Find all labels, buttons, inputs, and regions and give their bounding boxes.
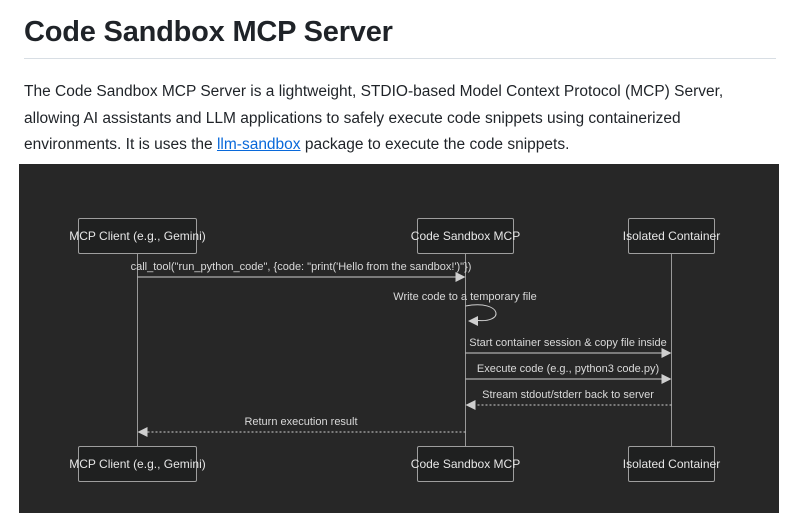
message-arrow-start-container xyxy=(465,347,672,358)
message-arrow-self-loop xyxy=(465,303,497,326)
message-label-start-container: Start container session & copy file insi… xyxy=(469,336,667,349)
sequence-diagram-lines xyxy=(137,253,672,446)
message-label-stream-back: Stream stdout/stderr back to server xyxy=(482,388,654,401)
message-label-call-tool: call_tool("run_python_code", {code: "pri… xyxy=(130,260,472,273)
actor-box-code-sandbox-mcp-top: Code Sandbox MCP xyxy=(411,217,520,254)
actor-box-isolated-container-bottom: Isolated Container xyxy=(623,445,720,482)
sequence-diagram-figure: MCP Client (e.g., Gemini) Code Sandbox M… xyxy=(19,163,779,513)
message-label-write-temp-file: Write code to a temporary file xyxy=(393,290,537,303)
intro-text-before: The Code Sandbox MCP Server is a lightwe… xyxy=(24,83,724,153)
actor-box-isolated-container-top: Isolated Container xyxy=(623,217,720,254)
message-arrow-return-result xyxy=(137,426,466,437)
lifelines xyxy=(137,253,672,446)
message-label-execute-code: Execute code (e.g., python3 code.py) xyxy=(476,362,660,375)
llm-sandbox-link[interactable]: llm-sandbox xyxy=(216,136,301,153)
page-title: Code Sandbox MCP Server xyxy=(24,14,776,59)
message-label-return-result: Return execution result xyxy=(244,415,358,428)
readme-page: Code Sandbox MCP Server The Code Sandbox… xyxy=(0,14,800,513)
message-arrow-stream-back xyxy=(465,399,672,410)
actor-box-code-sandbox-mcp-bottom: Code Sandbox MCP xyxy=(411,445,520,482)
intro-text-after: package to execute the code snippets. xyxy=(300,136,570,153)
actor-box-mcp-client-top: MCP Client (e.g., Gemini) xyxy=(69,217,206,254)
intro-paragraph: The Code Sandbox MCP Server is a lightwe… xyxy=(24,79,776,159)
actor-box-mcp-client-bottom: MCP Client (e.g., Gemini) xyxy=(69,445,206,482)
message-arrow-call-tool xyxy=(137,271,466,282)
message-arrow-execute-code xyxy=(465,373,672,384)
